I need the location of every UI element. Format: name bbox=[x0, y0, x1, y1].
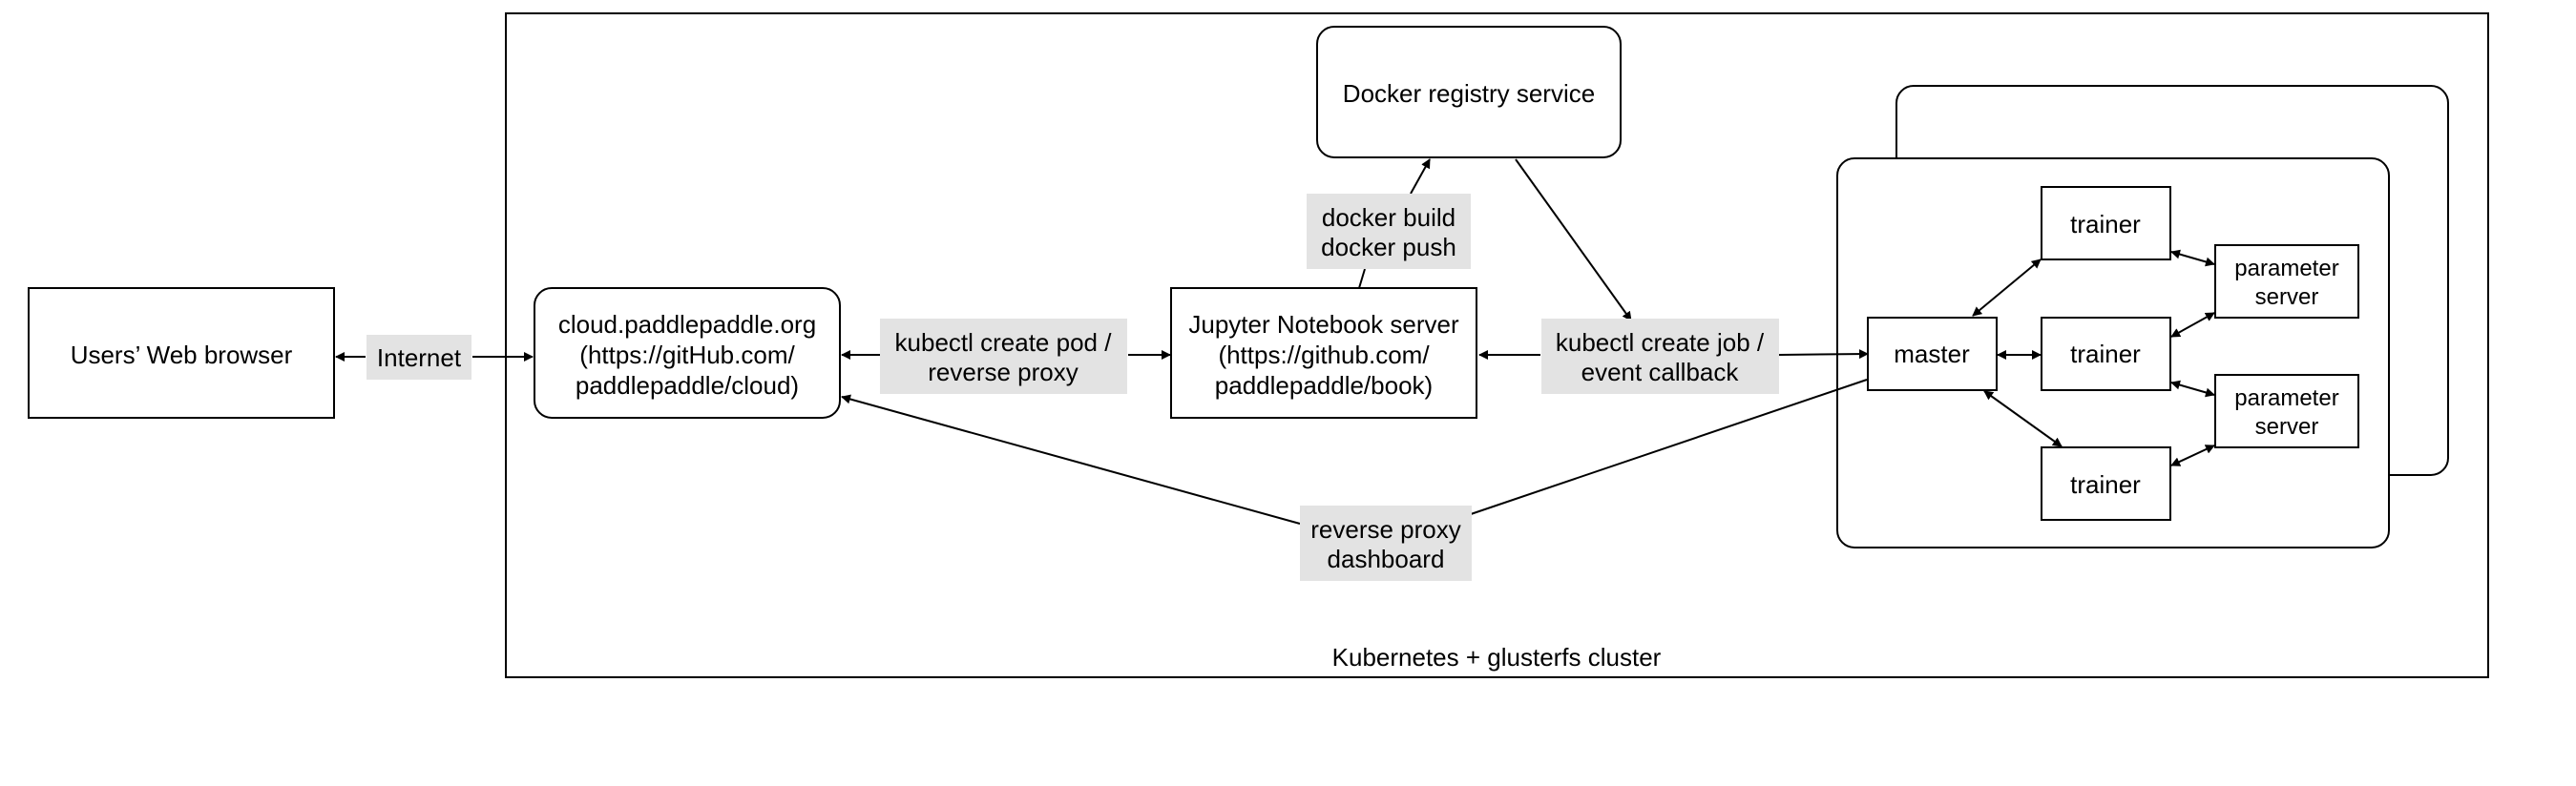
docker-build-label: docker build docker push bbox=[1307, 194, 1471, 269]
trainer-middle-node: trainer bbox=[2041, 317, 2171, 391]
jupyter-notebook-server-line-2: (https://github.com/ bbox=[1218, 341, 1430, 369]
edge-docker-build-registry bbox=[1410, 158, 1431, 195]
kubectl-job-label-line-1: kubectl create job / bbox=[1556, 328, 1765, 357]
kubectl-job-label-background bbox=[1541, 319, 1779, 394]
edge-trainer-middle-param-bottom bbox=[2170, 380, 2215, 398]
trainer-bottom-node: trainer bbox=[2041, 446, 2171, 521]
cloud-paddlepaddle-line-3: paddlepaddle/cloud) bbox=[576, 371, 799, 400]
parameter-server-bottom-node: parameter server bbox=[2214, 374, 2359, 448]
cloud-paddlepaddle-line-1: cloud.paddlepaddle.org bbox=[558, 310, 816, 339]
edge-trainer-top-param-top bbox=[2170, 249, 2215, 267]
jupyter-notebook-server-node: Jupyter Notebook server (https://github.… bbox=[1170, 287, 1477, 419]
kubectl-pod-label: kubectl create pod / reverse proxy bbox=[880, 319, 1127, 394]
edge-registry-kubectl-job bbox=[1515, 158, 1632, 321]
kubectl-pod-label-background bbox=[880, 319, 1127, 394]
kubectl-pod-label-line-1: kubectl create pod / bbox=[895, 328, 1113, 357]
jupyter-notebook-server-line-3: paddlepaddle/book) bbox=[1215, 371, 1433, 400]
trainer-middle-box bbox=[2041, 317, 2171, 391]
docker-build-label-line-2: docker push bbox=[1321, 233, 1456, 261]
reverse-proxy-dashboard-label-background bbox=[1300, 506, 1472, 581]
parameter-server-bottom-line-1: parameter bbox=[2234, 385, 2338, 411]
edge-jupyter-docker-build bbox=[1358, 268, 1366, 289]
jupyter-notebook-server-line-1: Jupyter Notebook server bbox=[1188, 310, 1459, 339]
parameter-server-bottom-box bbox=[2214, 374, 2359, 448]
docker-build-label-line-1: docker build bbox=[1322, 203, 1456, 232]
docker-registry-service-node: Docker registry service bbox=[1316, 26, 1622, 158]
trainer-top-label: trainer bbox=[2070, 210, 2141, 238]
master-box bbox=[1867, 317, 1998, 391]
cloud-paddlepaddle-line-2: (https://gitHub.com/ bbox=[579, 341, 795, 369]
trainer-bottom-label: trainer bbox=[2070, 470, 2141, 499]
edge-kubectl-job-master bbox=[1778, 349, 1869, 360]
internet-label: Internet bbox=[367, 335, 471, 380]
edge-master-trainer-top bbox=[1972, 259, 2042, 317]
edge-trainer-middle-param-top bbox=[2170, 312, 2215, 338]
docker-registry-service-label: Docker registry service bbox=[1343, 79, 1595, 108]
cloud-paddlepaddle-box bbox=[534, 287, 841, 419]
docker-registry-service-box bbox=[1316, 26, 1622, 158]
trainer-top-node: trainer bbox=[2041, 186, 2171, 260]
parameter-server-top-box bbox=[2214, 244, 2359, 319]
master-label: master bbox=[1894, 340, 1970, 368]
master-node: master bbox=[1867, 317, 1998, 391]
parameter-server-bottom-line-2: server bbox=[2255, 414, 2319, 440]
internet-label-background bbox=[367, 335, 471, 380]
trainer-bottom-box bbox=[2041, 446, 2171, 521]
internet-label-line: Internet bbox=[377, 343, 462, 372]
kubectl-job-label-line-2: event callback bbox=[1581, 358, 1740, 386]
cluster-label: Kubernetes + glusterfs cluster bbox=[1332, 643, 1662, 672]
reverse-proxy-dashboard-label-line-2: dashboard bbox=[1328, 545, 1445, 573]
kubectl-pod-label-line-2: reverse proxy bbox=[928, 358, 1079, 386]
users-web-browser-node: Users’ Web browser bbox=[28, 287, 335, 419]
trainer-middle-label: trainer bbox=[2070, 340, 2141, 368]
kubectl-job-label: kubectl create job / event callback bbox=[1541, 319, 1779, 394]
parameter-server-top-node: parameter server bbox=[2214, 244, 2359, 319]
edge-master-dashboard bbox=[1470, 379, 1868, 515]
users-web-browser-box bbox=[28, 287, 335, 419]
users-web-browser-label: Users’ Web browser bbox=[71, 341, 293, 369]
jupyter-notebook-server-box bbox=[1170, 287, 1477, 419]
trainer-top-box bbox=[2041, 186, 2171, 260]
reverse-proxy-dashboard-label-line-1: reverse proxy bbox=[1310, 515, 1461, 544]
edge-master-trainer-bottom bbox=[1983, 390, 2063, 447]
parameter-server-top-line-2: server bbox=[2255, 284, 2319, 310]
reverse-proxy-dashboard-label: reverse proxy dashboard bbox=[1300, 506, 1472, 581]
parameter-server-top-line-1: parameter bbox=[2234, 256, 2338, 281]
edge-dashboard-cloud bbox=[841, 394, 1301, 525]
docker-build-label-background bbox=[1307, 194, 1471, 269]
edge-trainer-bottom-param-bottom bbox=[2170, 445, 2215, 466]
cloud-paddlepaddle-node: cloud.paddlepaddle.org (https://gitHub.c… bbox=[534, 287, 841, 419]
